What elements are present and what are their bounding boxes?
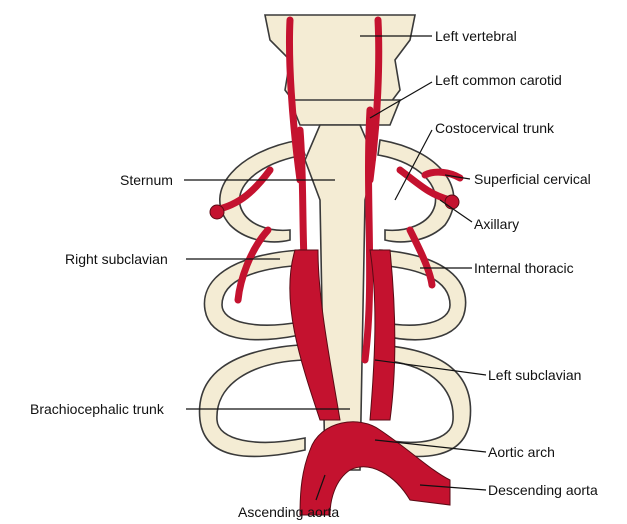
label-sternum: Sternum [120, 172, 173, 188]
arteries [209, 16, 464, 516]
label-superficial-cervical: Superficial cervical [474, 171, 591, 187]
leader-lines [184, 35, 487, 501]
label-descending-aorta: Descending aorta [488, 482, 598, 498]
label-left-subclavian: Left subclavian [488, 367, 581, 383]
label-aortic-arch: Aortic arch [488, 444, 555, 460]
label-left-common-carotid: Left common carotid [435, 72, 562, 88]
label-ascending-aorta: Ascending aorta [238, 504, 339, 520]
ribs [198, 139, 472, 458]
label-brachiocephalic-trunk: Brachiocephalic trunk [30, 401, 165, 417]
sternum-bone [304, 124, 376, 471]
label-internal-thoracic: Internal thoracic [474, 260, 574, 276]
label-costocervical-trunk: Costocervical trunk [435, 120, 555, 136]
label-axillary: Axillary [474, 216, 519, 232]
label-left-vertebral: Left vertebral [435, 28, 517, 44]
label-right-subclavian: Right subclavian [65, 251, 168, 267]
